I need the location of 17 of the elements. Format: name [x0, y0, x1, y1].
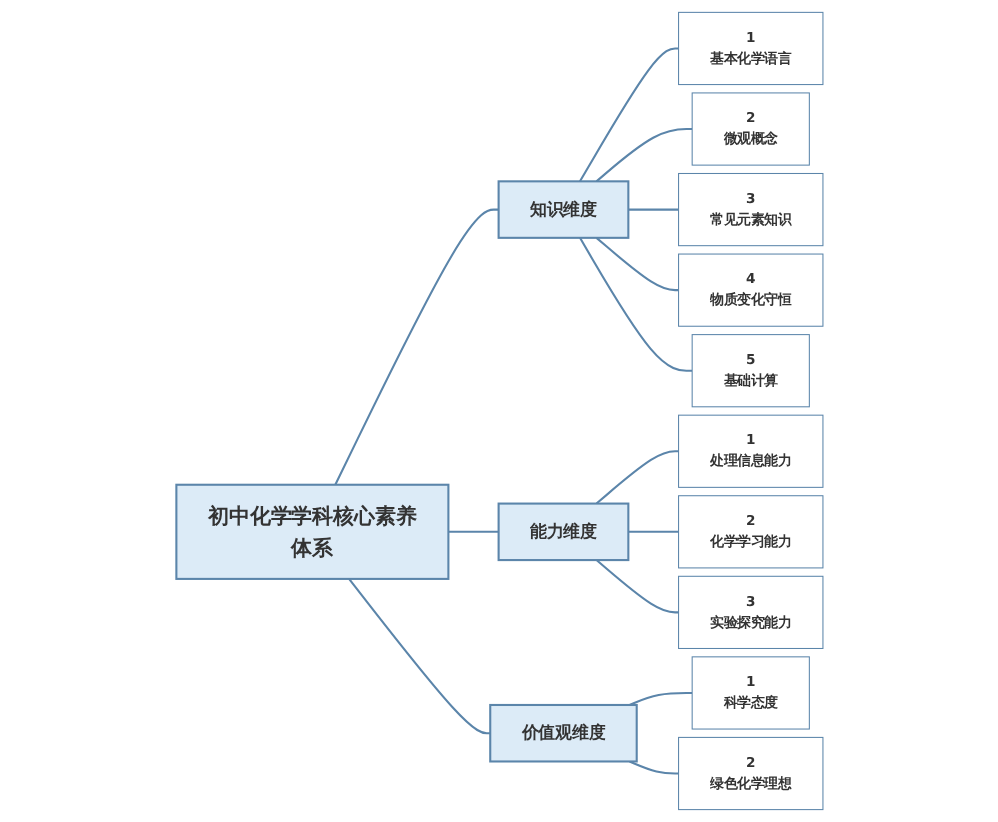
- connector: [595, 237, 678, 292]
- connector: [347, 578, 490, 735]
- connector: [595, 559, 678, 614]
- node-box: 价值观维度: [488, 703, 638, 763]
- node-box: 初中化学学科核心素养体系: [174, 483, 449, 580]
- connector: [627, 530, 678, 533]
- connector: [627, 208, 678, 211]
- connector: [578, 47, 678, 182]
- connector: [333, 208, 498, 486]
- connector: [595, 127, 692, 183]
- connector: [628, 691, 692, 706]
- connector: [628, 760, 678, 775]
- node-box: 知识维度: [496, 180, 629, 239]
- connector: [447, 530, 498, 533]
- connector: [595, 450, 678, 505]
- node-box: 能力维度: [496, 502, 629, 562]
- connector: [578, 237, 692, 372]
